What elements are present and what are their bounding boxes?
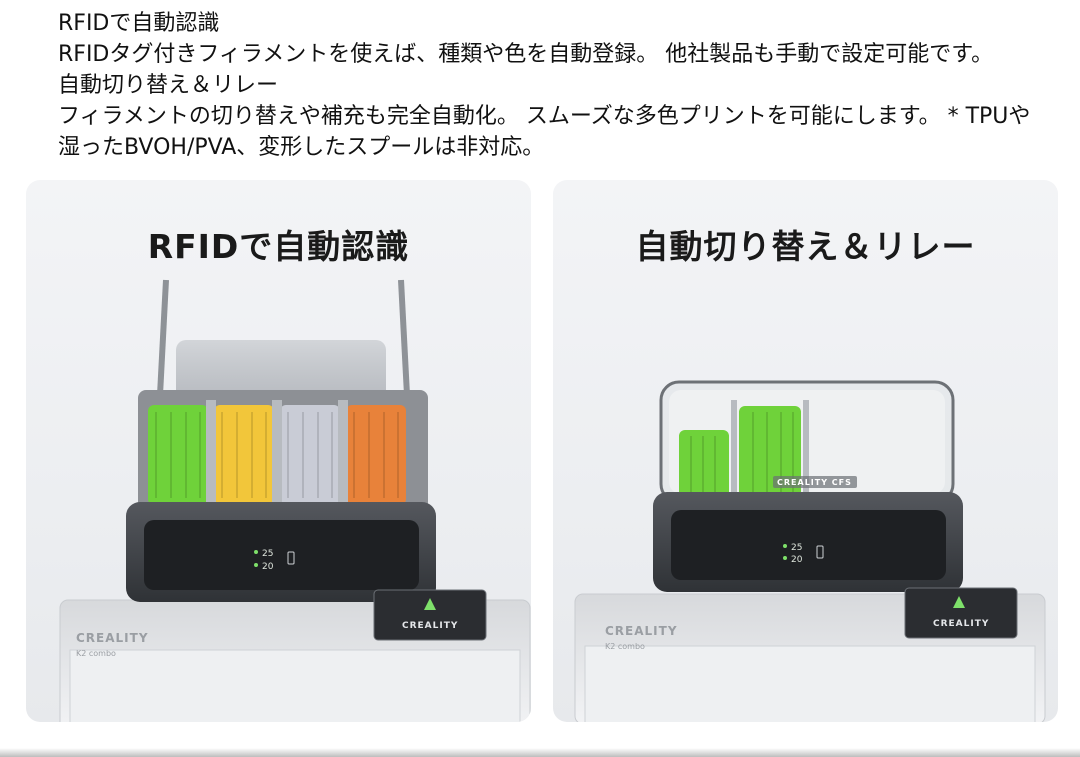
heading-rfid: RFIDで自動認識 [58,11,220,36]
printer-brand-text: CREALITY [76,631,149,645]
printer-model-text: K2 combo [76,649,116,658]
spools [148,400,406,510]
display-icon [816,545,824,559]
display-temp: 25 [262,549,273,559]
body-auto-switch: フィラメントの切り替えや補充も完全自動化。 スムーズな多色プリントを可能にします… [58,104,1031,160]
open-lid [176,340,386,400]
creality-logo-icon [424,598,436,610]
description: RFIDで自動認識 RFIDタグ付きフィラメントを使えば、種類や色を自動登録。 … [58,8,1048,163]
printer-window [69,649,521,722]
cfs-box-front [671,510,946,580]
printer-brand-text: CREALITY [605,624,678,638]
spool-green-1 [679,430,729,500]
screen-brand-text: CREALITY [402,621,458,631]
auto-switch-panel: 自動切り替え＆リレー CREALITY K2 combo [553,180,1058,722]
display-humidity: 20 [791,555,803,565]
creality-logo-icon [953,596,965,608]
printer-screen [373,589,487,641]
screen-brand-text: CREALITY [933,619,989,629]
heading-auto-switch: 自動切り替え＆リレー [58,73,279,98]
bottom-divider [0,748,1080,757]
auto-switch-product-image: CREALITY K2 combo CREALITY CFS 25 20 CRE… [574,380,1046,722]
cfs-label: CREALITY CFS [777,478,852,487]
rfid-product-image: CREALITY K2 combo 25 20 [59,279,531,722]
printer-model-text: K2 combo [605,642,645,651]
rfid-panel: RFIDで自動認識 CREALITY K2 combo [26,180,531,722]
spool-silver [280,405,340,505]
spool-yellow [214,405,274,505]
spool-orange [346,405,406,505]
display-temp: 25 [791,543,802,553]
cfs-box-front [144,520,419,590]
printer-screen [904,587,1018,639]
auto-switch-panel-title: 自動切り替え＆リレー [635,227,976,266]
display-icon [287,551,295,565]
printer-window [584,645,1036,722]
spool-green [148,405,208,505]
body-rfid: RFIDタグ付きフィラメントを使えば、種類や色を自動登録。 他社製品も手動で設定… [58,42,994,67]
display-humidity: 20 [262,562,274,572]
rfid-panel-title: RFIDで自動認識 [147,227,410,266]
